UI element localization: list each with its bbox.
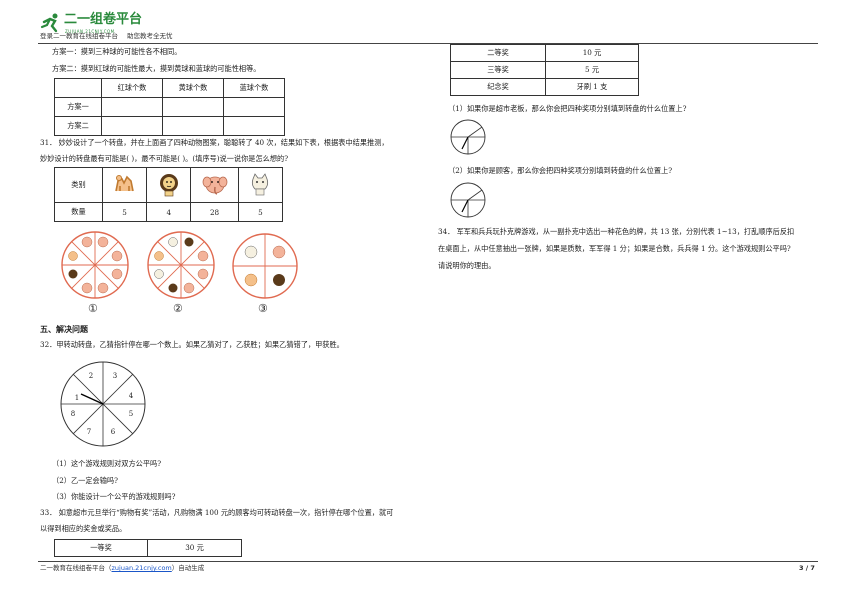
prize-value: 5 元 (545, 61, 639, 79)
q32-sub2: （2）乙一定会输吗? (52, 476, 118, 485)
table-row-label: 方案二 (54, 116, 102, 136)
prize-spinner-2 (450, 182, 486, 218)
header-logo: 二一组卷平台 ZUJUAN.21CNJY.COM (40, 10, 150, 38)
footer-link[interactable]: zujuan.21cnjy.com (111, 564, 172, 572)
spinner-pointer (80, 393, 104, 405)
table-header: 黄球个数 (162, 78, 224, 98)
prize-table-part1: 一等奖 30 元 (54, 539, 242, 557)
q32-text: 32．甲转动转盘，乙猜指针停在哪一个数上。如果乙猜对了，乙获胜；如果乙猜错了，甲… (40, 340, 344, 349)
camel-icon (101, 167, 148, 203)
prize-value: 牙刷 1 支 (545, 78, 639, 96)
q32-sub3: （3）你能设计一个公平的游戏规则吗? (52, 492, 176, 501)
table-cell (223, 116, 285, 136)
prize-name: 一等奖 (54, 539, 148, 557)
table-row-label: 类别 (54, 167, 103, 203)
spinner-number: 6 (111, 428, 116, 436)
table-cell (223, 97, 285, 117)
q33-sub2: （2）如果你是顾客，那么你会把四种奖项分别填到转盘的什么位置上? (448, 166, 673, 175)
footer-suffix: ）自动生成 (171, 564, 205, 572)
table-cell: 4 (146, 202, 192, 222)
wheel-label-2: ② (173, 302, 183, 315)
animal-wheel-3 (232, 233, 298, 299)
animal-count-table: 类别 数量 5 4 28 5 (54, 167, 284, 222)
footer-prefix: 二一教育在线组卷平台（ (40, 564, 112, 572)
q33-line2: 以得到相应的奖金或奖品。 (40, 524, 127, 533)
lion-icon (146, 167, 192, 203)
header-right-text: 助您教考全无忧 (127, 32, 173, 40)
page-number: 3 / 7 (799, 564, 815, 572)
table-header: 蓝球个数 (223, 78, 285, 98)
q33-line1: 33． 如意超市元旦举行“购物有奖”活动，凡购物满 100 元的顾客均可转动转盘… (40, 508, 394, 517)
animal-wheel-1 (61, 231, 129, 299)
prize-table-part2: 二等奖 10 元 三等奖 5 元 纪念奖 牙刷 1 支 (450, 44, 639, 96)
runner-logo-icon (40, 13, 58, 33)
spinner-number: 1 (75, 394, 79, 402)
table-cell (101, 97, 163, 117)
wheel-label-3: ③ (258, 302, 268, 315)
table-cell (54, 78, 102, 98)
q34-line3: 请说明你的理由。 (438, 261, 496, 270)
spinner-number: 5 (129, 410, 133, 418)
logo-subtext: ZUJUAN.21CNJY.COM (65, 29, 115, 34)
table-row-label: 数量 (54, 202, 103, 222)
cat-icon (237, 167, 284, 203)
plan2-text: 方案二：摸到红球的可能性最大，摸到黄球和蓝球的可能性相等。 (52, 64, 261, 73)
q34-line2: 在桌面上，从中任意抽出一张牌，如果是质数，军军得 1 分；如果是合数，兵兵得 1… (438, 244, 791, 253)
prize-value: 10 元 (545, 44, 639, 62)
spinner-number: 3 (113, 372, 117, 380)
prize-spinner-1 (450, 119, 486, 155)
table-cell: 28 (190, 202, 239, 222)
prize-name: 二等奖 (450, 44, 546, 62)
section-5-heading: 五、解决问题 (40, 325, 88, 334)
prize-name: 纪念奖 (450, 78, 546, 96)
spinner-number: 4 (129, 392, 134, 400)
prize-value: 30 元 (147, 539, 242, 557)
table-row-label: 方案一 (54, 97, 102, 117)
number-spinner: 2 3 4 5 6 7 8 1 (60, 361, 146, 447)
header-divider (38, 43, 818, 44)
logo-text: 二一组卷平台 (64, 12, 143, 27)
table-cell: 5 (101, 202, 148, 222)
spinner-number: 2 (89, 372, 93, 380)
q31-line2: 妙妙设计的转盘最有可能是( )，最不可能是( )。(填序号)说一说你是怎么想的? (40, 154, 289, 163)
table-cell: 5 (237, 202, 284, 222)
footer-text: 二一教育在线组卷平台（zujuan.21cnjy.com）自动生成 (40, 564, 205, 573)
animal-wheel-2 (147, 231, 215, 299)
ball-count-table: 红球个数 黄球个数 蓝球个数 方案一 方案二 (54, 78, 285, 136)
spinner-number: 7 (87, 428, 91, 436)
elephant-icon (190, 167, 239, 203)
plan1-text: 方案一：摸到三种球的可能性各不相同。 (52, 47, 182, 56)
table-cell (101, 116, 163, 136)
header-left-text: 登录二一教育在线组卷平台 (40, 32, 118, 40)
spinner-number: 8 (71, 410, 75, 418)
table-header: 红球个数 (101, 78, 163, 98)
q31-line1: 31． 妙妙设计了一个转盘，并在上面画了四种动物图案，聪聪转了 40 次，结果如… (40, 138, 389, 147)
wheel-label-1: ① (88, 302, 98, 315)
table-cell (162, 116, 224, 136)
prize-name: 三等奖 (450, 61, 546, 79)
q32-sub1: （1）这个游戏规则对双方公平吗? (52, 459, 162, 468)
q33-sub1: （1）如果你是超市老板，那么你会把四种奖项分别填到转盘的什么位置上? (448, 104, 687, 113)
table-cell (162, 97, 224, 117)
q34-line1: 34． 军军和兵兵玩扑克牌游戏，从一副扑克中选出一种花色的牌，共 13 张，分别… (438, 227, 795, 236)
footer-divider (38, 561, 818, 562)
